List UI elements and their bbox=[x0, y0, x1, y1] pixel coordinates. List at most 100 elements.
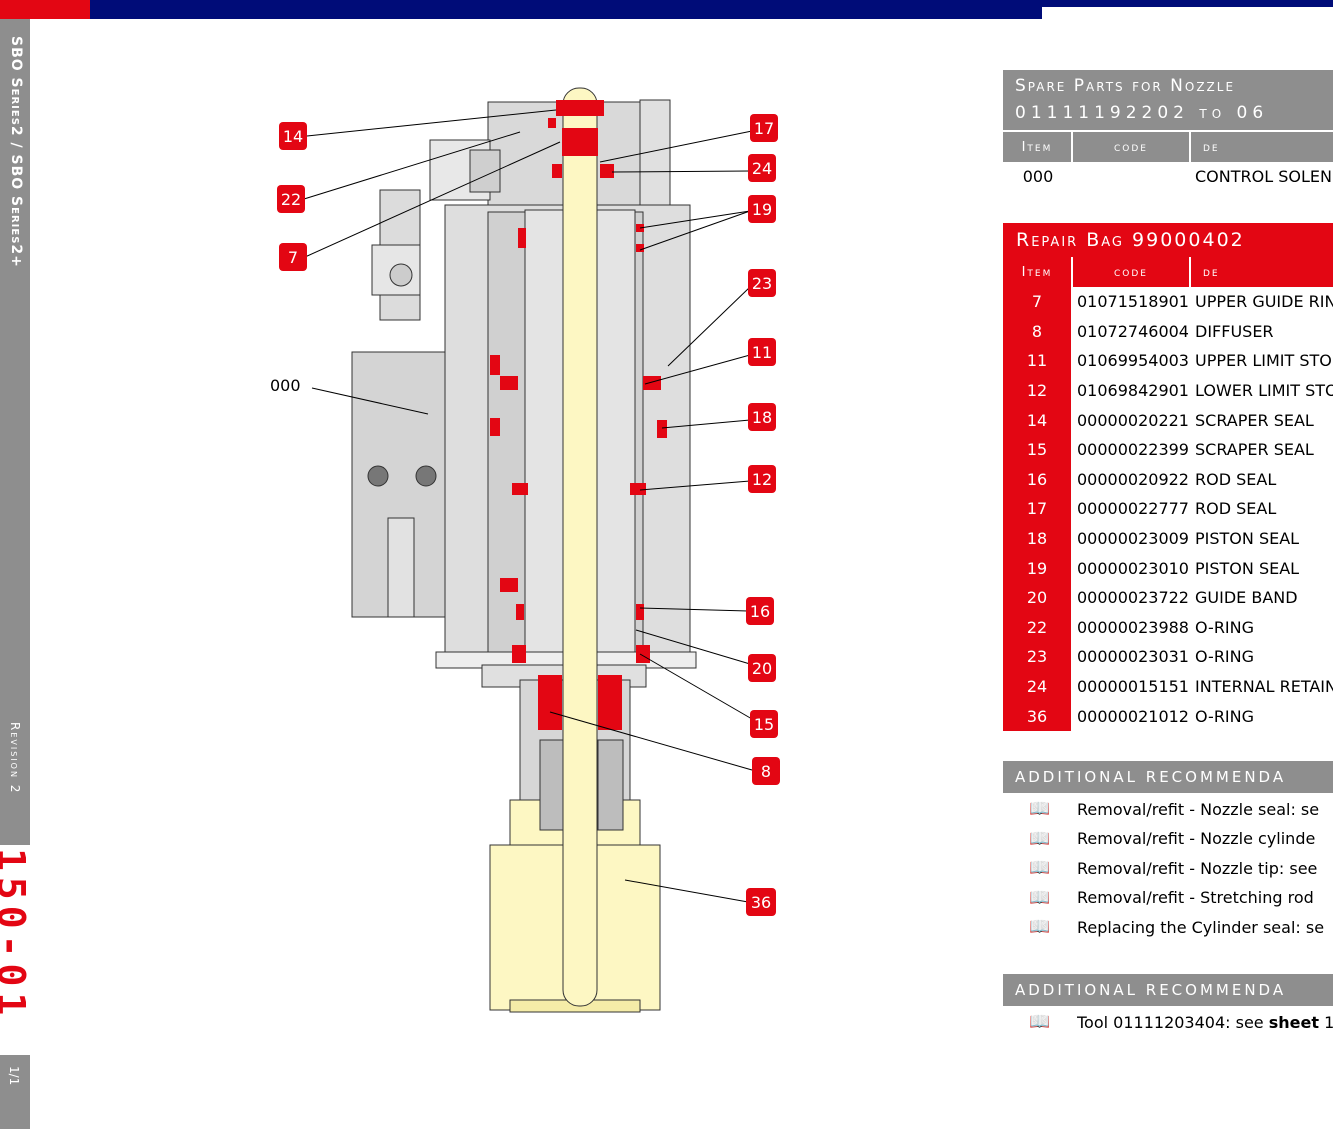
nozzle-cross-section-diagram bbox=[303, 87, 753, 1013]
row-desc: LOWER LIMIT STO bbox=[1195, 381, 1333, 401]
table-row: 000 CONTROL SOLEN bbox=[1003, 162, 1333, 192]
book-icon: 📖 bbox=[1029, 917, 1051, 937]
recommendations-title: ADDITIONAL RECOMMENDA bbox=[1003, 761, 1333, 793]
row-desc: O-RING bbox=[1195, 647, 1255, 667]
row-code: 00000023010 bbox=[1077, 558, 1189, 578]
row-code: 00000023722 bbox=[1077, 588, 1189, 608]
row-desc: ROD SEAL bbox=[1195, 469, 1277, 489]
recommendations-title-2: ADDITIONAL RECOMMENDA bbox=[1003, 974, 1333, 1006]
callout-20: 20 bbox=[748, 654, 776, 682]
callout-18: 18 bbox=[748, 403, 776, 431]
callout-15: 15 bbox=[750, 710, 778, 738]
row-desc: DIFFUSER bbox=[1195, 321, 1274, 341]
callout-23: 23 bbox=[748, 269, 776, 297]
header-desc: de bbox=[1203, 139, 1220, 155]
header-item: Item bbox=[1003, 257, 1073, 287]
row-code: 00000015151 bbox=[1077, 677, 1189, 697]
spare-parts-title: Spare Parts for Nozzle 01111192202 to 06 bbox=[1003, 70, 1333, 130]
row-item: 16 bbox=[1003, 464, 1073, 495]
row-item: 15 bbox=[1003, 435, 1073, 465]
row-item: 22 bbox=[1003, 612, 1073, 643]
row-item: 23 bbox=[1003, 642, 1073, 672]
callout-8: 8 bbox=[752, 757, 780, 785]
row-item: 24 bbox=[1003, 671, 1073, 702]
row-code: 00000022777 bbox=[1077, 499, 1189, 519]
callout-19: 19 bbox=[748, 195, 776, 223]
row-code: 00000021012 bbox=[1077, 706, 1189, 726]
row-desc: ROD SEAL bbox=[1195, 499, 1277, 519]
row-desc: UPPER GUIDE RIN bbox=[1195, 292, 1333, 312]
page-number: 1/1 bbox=[7, 1066, 21, 1086]
row-code: 00000022399 bbox=[1077, 440, 1189, 460]
row-code: 01071518901 bbox=[1077, 292, 1189, 312]
book-icon: 📖 bbox=[1029, 887, 1051, 908]
series-label: SBO Series2 / SBO Series2+ bbox=[8, 36, 24, 268]
sheet-number-box bbox=[0, 845, 30, 1055]
recommendation-item[interactable]: 📖 Removal/refit - Nozzle seal: se bbox=[1003, 795, 1333, 823]
row-item: 36 bbox=[1003, 701, 1073, 731]
row-item: 14 bbox=[1003, 405, 1073, 435]
book-icon: 📖 bbox=[1029, 799, 1051, 819]
recommendation-text: Removal/refit - Nozzle cylinde bbox=[1077, 829, 1316, 848]
callout-17: 17 bbox=[750, 114, 778, 142]
header-white-bar bbox=[1042, 0, 1333, 19]
callout-14: 14 bbox=[279, 122, 307, 150]
header-code: code bbox=[1073, 132, 1191, 162]
book-icon: 📖 bbox=[1029, 858, 1051, 878]
row-code: 00000023031 bbox=[1077, 647, 1189, 667]
recommendation-item[interactable]: 📖 Removal/refit - Nozzle tip: see bbox=[1003, 854, 1333, 882]
row-code bbox=[1073, 162, 1191, 192]
recommendation-text: Removal/refit - Nozzle tip: see bbox=[1077, 858, 1318, 878]
header-red-bar bbox=[0, 0, 90, 19]
header-navy-bar bbox=[90, 0, 1042, 19]
sheet-number: 150-01 bbox=[0, 848, 33, 1022]
row-desc: UPPER LIMIT STO bbox=[1195, 351, 1332, 371]
spare-parts-title-line1: Spare Parts for Nozzle bbox=[1015, 76, 1236, 96]
row-code: 01069842901 bbox=[1077, 381, 1189, 401]
row-desc: GUIDE BAND bbox=[1195, 588, 1298, 608]
row-item: 7 bbox=[1003, 287, 1073, 317]
row-desc: INTERNAL RETAIN bbox=[1195, 677, 1333, 697]
row-code: 00000020922 bbox=[1077, 469, 1189, 489]
row-desc: O-RING bbox=[1195, 706, 1255, 726]
row-code: 00000023988 bbox=[1077, 617, 1189, 637]
row-desc: SCRAPER SEAL bbox=[1195, 440, 1314, 460]
recommendation-item[interactable]: 📖 Replacing the Cylinder seal: se bbox=[1003, 913, 1333, 941]
recommendation-text: Removal/refit - Stretching rod bbox=[1077, 888, 1314, 907]
spare-parts-header: Item code de bbox=[1003, 132, 1333, 162]
row-item: 8 bbox=[1003, 316, 1073, 347]
recommendation-text: Replacing the Cylinder seal: se bbox=[1077, 917, 1325, 937]
recommendation-item[interactable]: 📖 Tool 01111203404: see sheet 1 bbox=[1003, 1008, 1333, 1036]
spare-parts-title-line2: 01111192202 to 06 bbox=[1015, 103, 1269, 123]
row-item: 11 bbox=[1003, 346, 1073, 376]
callout-36: 36 bbox=[746, 888, 776, 916]
recommendation-text: Removal/refit - Nozzle seal: se bbox=[1077, 799, 1320, 819]
row-code: 01069954003 bbox=[1077, 351, 1189, 371]
callout-22: 22 bbox=[277, 185, 305, 213]
callout-16: 16 bbox=[746, 597, 774, 625]
recommendation-item[interactable]: 📖 Removal/refit - Nozzle cylinde bbox=[1003, 825, 1333, 853]
book-icon: 📖 bbox=[1029, 828, 1051, 849]
repair-bag-title: Repair Bag 99000402 bbox=[1003, 223, 1333, 257]
row-item: 18 bbox=[1003, 523, 1073, 554]
row-item: 19 bbox=[1003, 553, 1073, 583]
label-000: 000 bbox=[270, 376, 301, 395]
header-item: Item bbox=[1003, 132, 1073, 162]
header-desc: de bbox=[1203, 264, 1220, 280]
recommendation-item[interactable]: 📖 Removal/refit - Stretching rod bbox=[1003, 884, 1333, 912]
row-desc: PISTON SEAL bbox=[1195, 558, 1300, 578]
